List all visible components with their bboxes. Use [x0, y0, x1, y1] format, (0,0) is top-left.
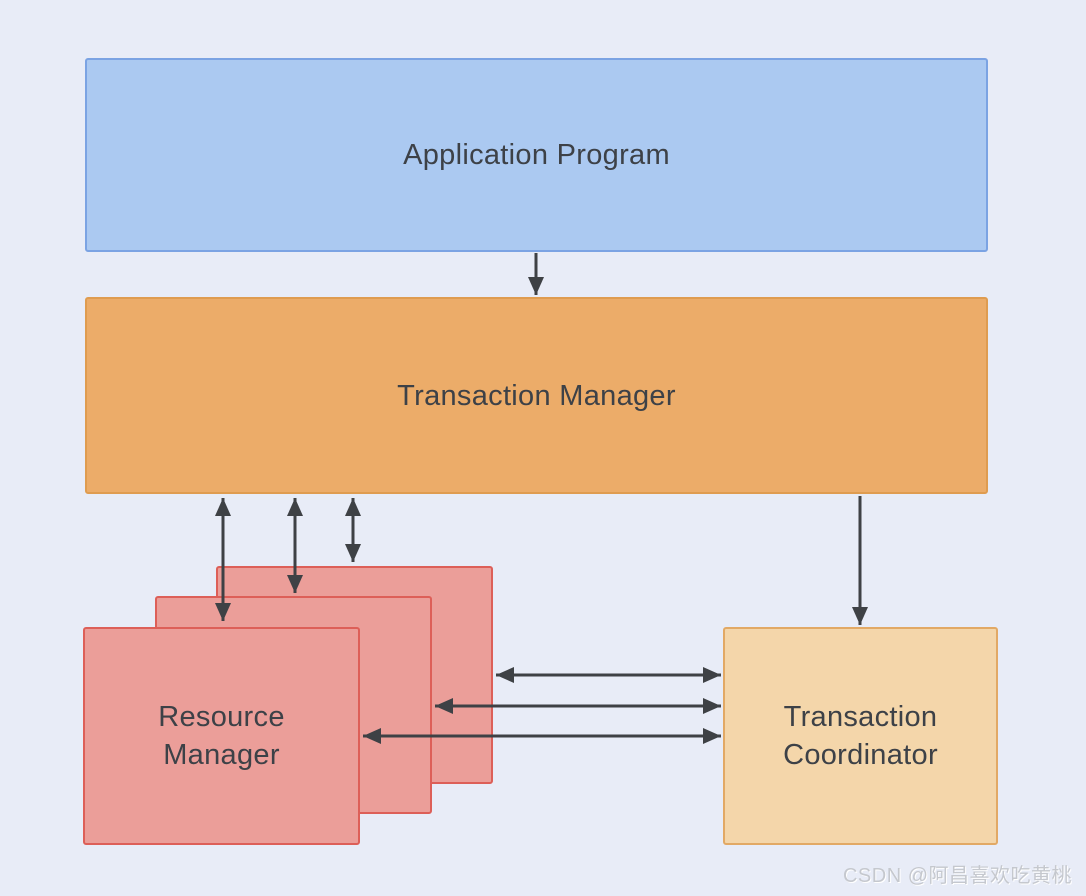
- transaction-coordinator-label: Transaction Coordinator: [783, 701, 938, 771]
- transaction-manager-label: Transaction Manager: [397, 379, 676, 412]
- node-transaction-coordinator: Transaction Coordinator: [723, 627, 998, 845]
- application-program-label: Application Program: [403, 139, 670, 171]
- watermark-text: CSDN @阿昌喜欢吃黄桃: [842, 865, 1072, 887]
- resource-manager-label: Resource Manager: [158, 701, 285, 771]
- node-transaction-manager: Transaction Manager: [85, 297, 988, 494]
- node-resource-manager-front: Resource Manager: [83, 627, 360, 845]
- node-application-program: Application Program: [85, 58, 988, 252]
